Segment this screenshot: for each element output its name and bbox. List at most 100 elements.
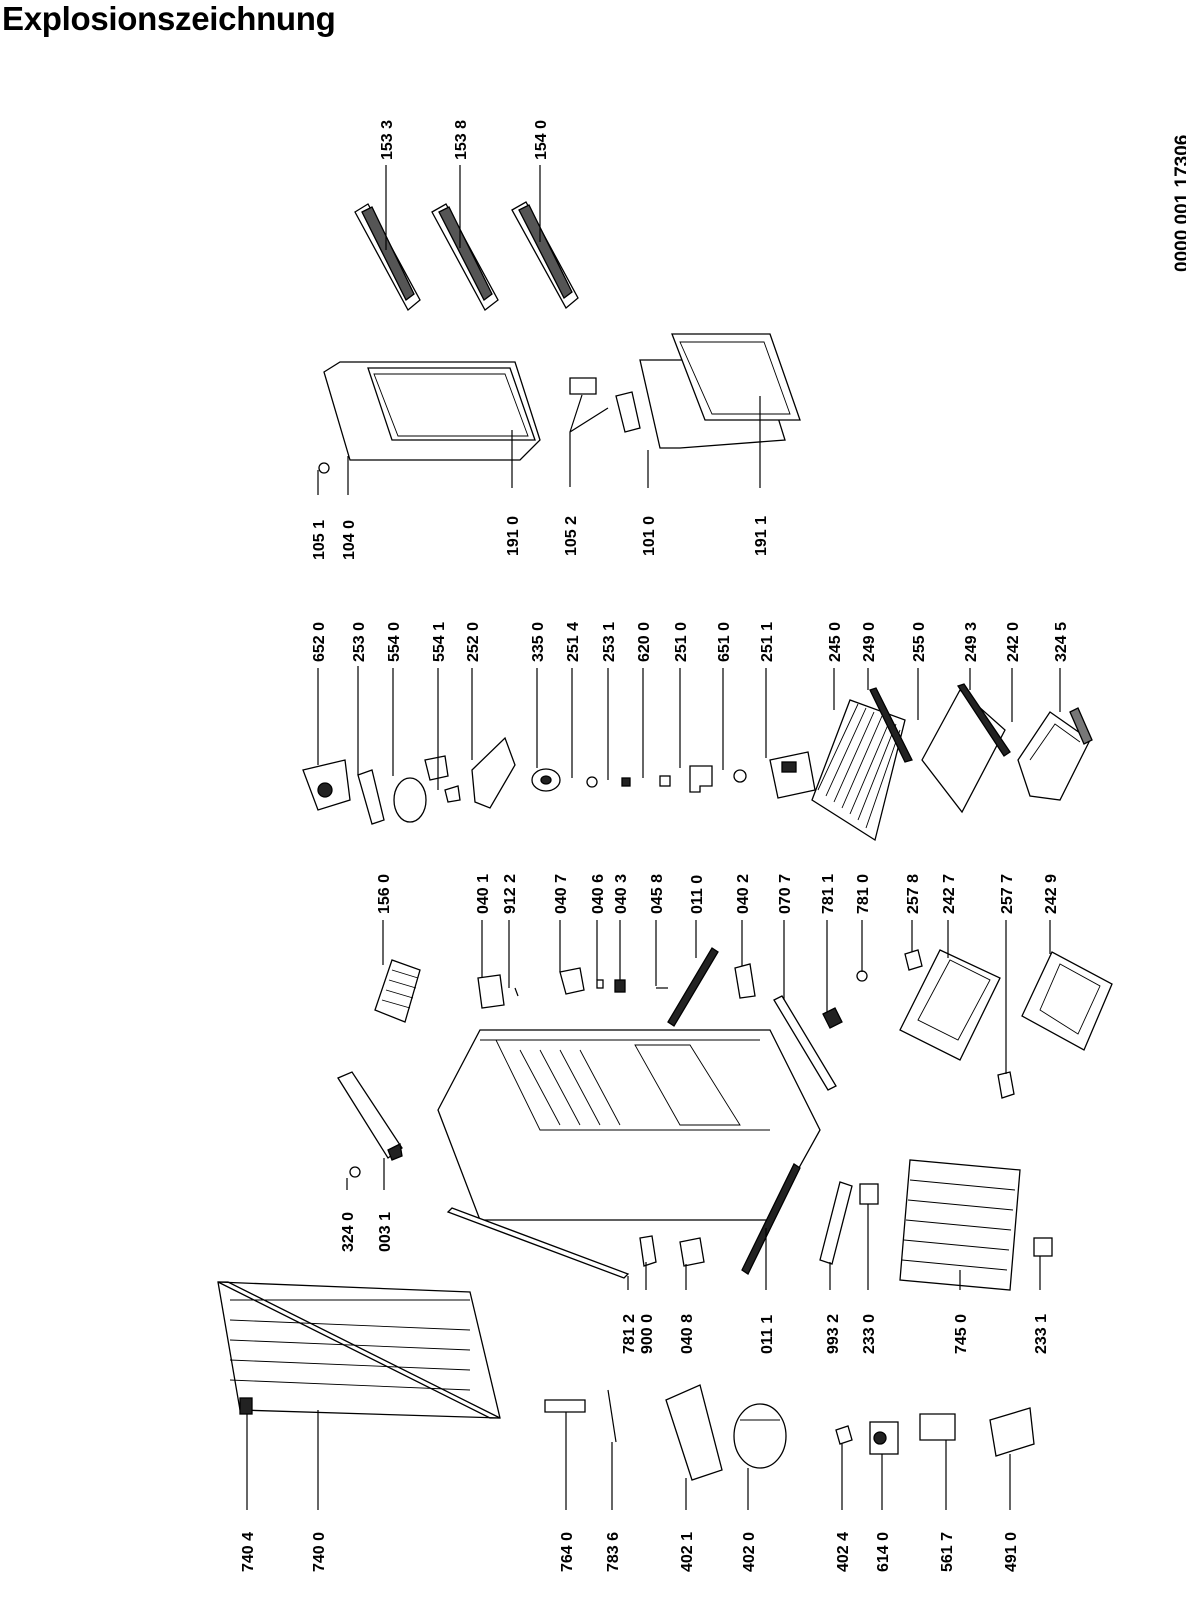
part-2511-drawing [769,751,816,799]
part-label: 402 4 [835,1532,852,1572]
egg-tray-1560-drawing [374,959,421,1023]
part-label: 740 0 [311,1532,328,1572]
trim-2493-drawing [956,683,1011,757]
part-label: 249 0 [861,622,878,662]
part-label: 253 1 [601,622,618,662]
wire-shelf-2450-drawing [811,699,906,842]
top-cover-0031-drawing [337,1071,403,1161]
part-label: 153 8 [453,120,470,160]
part-0403-drawing [614,979,626,993]
part-label: 011 0 [689,875,706,914]
part-label: 040 8 [679,1314,696,1354]
part-label: 740 4 [240,1532,257,1572]
part-label: 554 0 [386,622,403,662]
part-label: 253 0 [351,622,368,662]
part-label: 781 1 [820,874,837,914]
part-label: 257 7 [999,874,1016,914]
thermostat-6520-drawing [302,759,351,811]
part-2578-drawing [904,949,923,971]
part-0408-drawing [679,1237,705,1267]
part-label: 491 0 [1003,1532,1020,1572]
freezer-door-drawing [639,333,801,449]
part-7404-drawing [239,1397,253,1415]
part-label: 781 2 [621,1314,638,1354]
freezer-drawer-2429-drawing [1021,951,1113,1051]
thermostat-5617-drawing [919,1413,956,1441]
crisper-2420-drawing [1017,711,1091,801]
part-label: 156 0 [376,874,393,914]
glass-shelf-2550-drawing [921,688,1006,814]
part-6200-drawing [659,775,671,787]
part-2531-drawing [621,777,631,787]
fan-5540-drawing [393,755,449,823]
part-2530-drawing [357,769,385,825]
freezer-drawer-2427-drawing [899,949,1001,1061]
part-label: 745 0 [953,1314,970,1354]
part-label: 993 2 [825,1314,842,1354]
cabinet-body-drawing [437,1029,821,1221]
part-label: 040 2 [735,874,752,914]
part-label: 402 1 [679,1532,696,1572]
part-label: 233 1 [1033,1314,1050,1354]
part-label: 040 1 [475,874,492,914]
part-label: 242 0 [1005,622,1022,662]
part-label: 242 9 [1043,874,1060,914]
part-6510-drawing [733,769,747,783]
evaporator-7450-drawing [899,1159,1021,1291]
part-label: 101 0 [641,516,658,556]
part-label: 554 1 [431,622,448,662]
door-shelf-1540-drawing [511,201,579,310]
knob-3350-drawing [531,768,561,792]
part-label: 242 7 [941,874,958,914]
part-label: 233 0 [861,1314,878,1354]
rail-0110-drawing [667,947,719,1027]
part-label: 900 0 [639,1314,656,1354]
part-9932-drawing [819,1181,853,1265]
part-label: 251 0 [673,622,690,662]
part-0406-drawing [596,979,604,989]
part-5541-drawing [444,785,461,803]
page-title: Explosionszeichnung [2,0,336,37]
part-label: 257 8 [905,874,922,914]
part-0402-drawing [734,963,756,999]
part-0407-drawing [559,967,585,995]
part-number-labels: 153 3 153 8 154 0 105 1 104 0 191 0 105 … [240,120,1070,1572]
part-label: 153 3 [379,120,396,160]
part-label: 245 0 [827,622,844,662]
part-4024-drawing [835,1425,853,1445]
condenser-7400-drawing [217,1281,501,1419]
hinge-1052-drawing [569,377,641,433]
profile-0707-drawing [773,995,837,1091]
part-label: 324 5 [1053,622,1070,662]
part-label: 011 1 [759,1315,776,1354]
part-label: 191 1 [753,516,770,556]
part-9000-drawing [639,1235,657,1267]
part-label: 070 7 [777,874,794,914]
part-label: 783 6 [605,1532,622,1572]
door-shelf-1538-drawing [431,203,499,311]
compressor-4020-drawing [733,1403,787,1469]
part-label: 402 0 [741,1532,758,1572]
part-label: 104 0 [341,520,358,560]
base-4021-drawing [665,1384,723,1481]
part-label: 614 0 [875,1532,892,1572]
part-9122-drawing [514,987,519,997]
part-label: 255 0 [911,622,928,662]
part-label: 105 2 [563,516,580,556]
part-7810-drawing [856,970,868,982]
part-label: 105 1 [311,520,328,560]
rail-0111-drawing [741,1163,801,1275]
door-shelf-1533-drawing [354,203,421,312]
rod-7812-drawing [446,1207,630,1279]
part-7811-drawing [822,1007,843,1029]
part-2514-drawing [586,776,598,788]
part-label: 324 0 [340,1212,357,1252]
part-label: 912 2 [502,874,519,914]
part-3245-drawing [1069,707,1093,745]
part-label: 252 0 [465,622,482,662]
hinge-screw-1051-drawing [318,462,330,474]
part-label: 040 6 [590,874,607,914]
part-label: 003 1 [377,1212,394,1252]
